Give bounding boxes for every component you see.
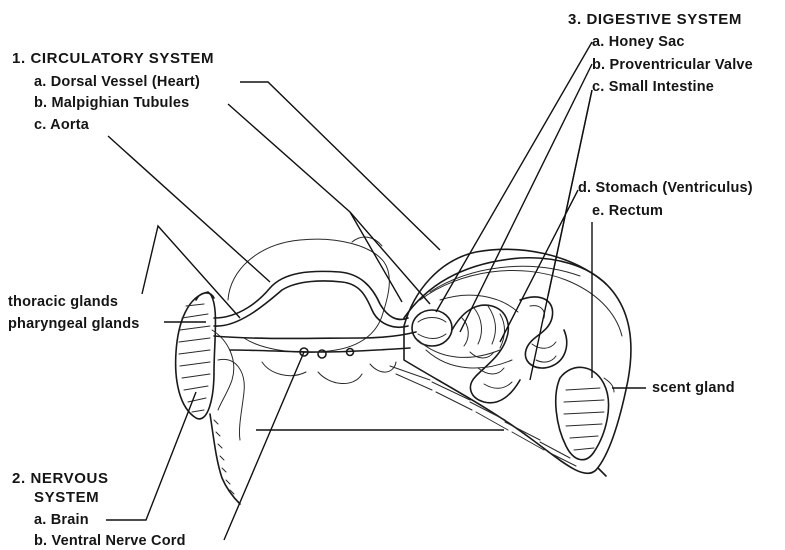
- label-honey-sac: a. Honey Sac: [592, 34, 685, 51]
- digestive-system-heading: 3. DIGESTIVE SYSTEM: [568, 11, 742, 28]
- label-malpighian-tubules: b. Malpighian Tubules: [34, 95, 189, 112]
- nervous-system-heading-line2: SYSTEM: [34, 489, 99, 506]
- nervous-system-heading-line1: 2. NERVOUS: [12, 470, 109, 487]
- label-scent-gland: scent gland: [652, 380, 735, 397]
- label-small-intestine: c. Small Intestine: [592, 79, 714, 96]
- label-thoracic-glands: thoracic glands: [8, 294, 118, 311]
- label-pharyngeal-glands: pharyngeal glands: [8, 316, 140, 333]
- label-proventricular-valve: b. Proventricular Valve: [592, 57, 753, 74]
- label-rectum: e. Rectum: [592, 203, 663, 220]
- circulatory-system-heading: 1. CIRCULATORY SYSTEM: [12, 50, 214, 67]
- leader-lines: [106, 42, 646, 540]
- label-aorta: c. Aorta: [34, 117, 89, 134]
- label-brain: a. Brain: [34, 512, 89, 529]
- label-dorsal-vessel: a. Dorsal Vessel (Heart): [34, 74, 200, 91]
- head-drawing: [176, 292, 245, 504]
- label-ventral-nerve-cord: b. Ventral Nerve Cord: [34, 533, 186, 550]
- abdomen-drawing: [390, 249, 631, 476]
- label-stomach-ventriculus: d. Stomach (Ventriculus): [578, 180, 753, 197]
